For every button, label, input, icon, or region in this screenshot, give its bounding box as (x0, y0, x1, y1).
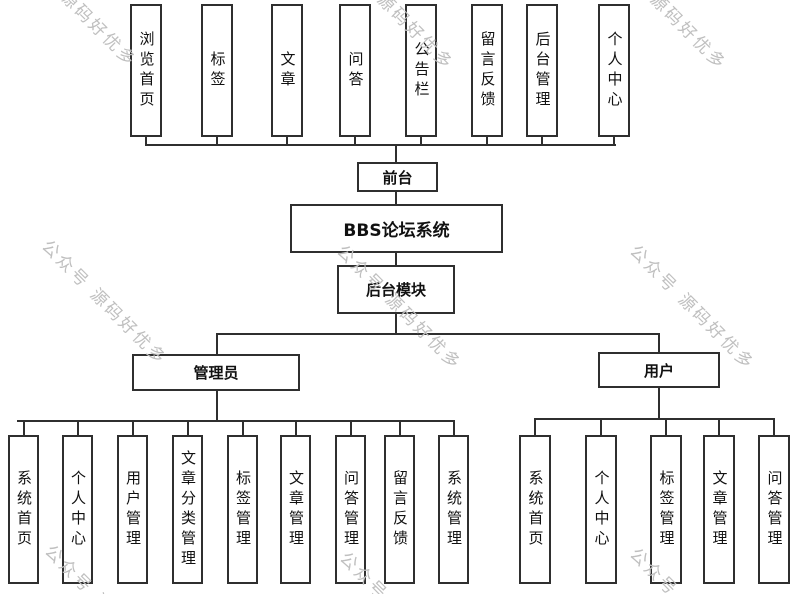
node-admin-child-6: 文章管理 (280, 435, 311, 584)
connector-line (216, 391, 218, 420)
watermark: 公众号 源码好优多 (625, 541, 762, 594)
node-user-label: 用户 (643, 361, 674, 380)
connector-line (286, 137, 288, 146)
connector-line (420, 137, 422, 146)
connector-line (187, 420, 189, 437)
node-user-child-label: 问答管理 (765, 469, 784, 550)
node-admin-child-label: 系统首页 (15, 469, 33, 550)
node-frontend-child-label: 标签 (208, 50, 227, 91)
connector-line (132, 420, 134, 437)
node-user-child-label: 标签管理 (657, 469, 676, 550)
node-admin-child-label: 用户管理 (124, 469, 142, 550)
node-admin-child-label: 文章管理 (287, 469, 305, 550)
connector-line (665, 418, 667, 437)
connector-line (658, 388, 660, 418)
node-frontend-child-1: 浏览首页 (130, 4, 162, 137)
connector-line (534, 418, 536, 437)
connector-line (395, 253, 397, 265)
connector-line (534, 418, 775, 420)
node-root-label: BBS论坛系统 (343, 221, 450, 241)
node-admin-child-7: 问答管理 (335, 435, 366, 584)
node-frontend-child-4: 问答 (339, 4, 371, 137)
node-frontend-child-6: 留言反馈 (471, 4, 503, 137)
node-admin-child-9: 系统管理 (438, 435, 469, 584)
node-admin-child-1: 系统首页 (8, 435, 39, 584)
connector-line (145, 137, 147, 146)
node-user-child-1: 系统首页 (519, 435, 551, 584)
node-frontend-child-label: 公告栏 (412, 40, 431, 101)
node-frontend-child-5: 公告栏 (405, 4, 437, 137)
node-user-child-5: 问答管理 (758, 435, 790, 584)
node-user-child-2: 个人中心 (585, 435, 617, 584)
node-admin-child-2: 个人中心 (62, 435, 93, 584)
node-admin-child-label: 标签管理 (234, 469, 252, 550)
node-admin-child-label: 留言反馈 (391, 469, 409, 550)
node-backend-module: 后台模块 (337, 265, 455, 314)
connector-line (658, 333, 660, 352)
node-admin-child-label: 问答管理 (342, 469, 360, 550)
node-user-child-4: 文章管理 (703, 435, 735, 584)
connector-line (350, 420, 352, 437)
watermark: 公众号 源码好优多 (37, 236, 171, 370)
connector-line (395, 192, 397, 205)
node-user-child-label: 个人中心 (592, 469, 611, 550)
node-frontend-child-label: 后台管理 (533, 30, 552, 111)
node-frontend-child-label: 问答 (346, 50, 365, 91)
node-frontend-child-label: 个人中心 (605, 30, 624, 111)
node-frontend-child-label: 文章 (278, 50, 297, 91)
node-root: BBS论坛系统 (290, 204, 503, 253)
node-backend-module-label: 后台模块 (365, 281, 426, 299)
node-frontend-child-3: 文章 (271, 4, 303, 137)
connector-line (395, 314, 397, 333)
connector-line (23, 420, 25, 437)
connector-line (354, 137, 356, 146)
node-admin-label: 管理员 (193, 364, 239, 382)
connector-line (718, 418, 720, 437)
node-frontend-child-7: 后台管理 (526, 4, 558, 137)
connector-line (486, 137, 488, 146)
connector-line (146, 144, 616, 146)
watermark: 公众号 源码好优多 (40, 538, 177, 594)
node-admin-child-label: 文章分类管理 (179, 449, 197, 570)
connector-line (77, 420, 79, 437)
node-frontend-child-2: 标签 (201, 4, 233, 137)
connector-line (216, 333, 218, 354)
connector-line (613, 137, 615, 146)
connector-line (399, 420, 401, 437)
node-admin: 管理员 (132, 354, 300, 391)
node-user: 用户 (598, 352, 720, 388)
connector-line (541, 137, 543, 146)
watermark: 公众号 源码好优多 (7, 0, 141, 72)
node-admin-child-label: 系统管理 (445, 469, 463, 550)
connector-line (453, 420, 455, 437)
connector-line (600, 418, 602, 437)
node-frontend-child-label: 浏览首页 (137, 30, 156, 111)
connector-line (295, 420, 297, 437)
node-frontend-child-label: 留言反馈 (478, 30, 497, 111)
node-frontend-child-8: 个人中心 (598, 4, 630, 137)
node-frontend: 前台 (357, 162, 438, 192)
connector-line (773, 418, 775, 437)
node-user-child-3: 标签管理 (650, 435, 682, 584)
connector-line (395, 144, 397, 162)
connector-line (216, 333, 660, 335)
node-frontend-label: 前台 (382, 168, 413, 187)
node-admin-child-8: 留言反馈 (384, 435, 415, 584)
connector-line (216, 137, 218, 146)
node-user-child-label: 系统首页 (526, 469, 545, 550)
node-user-child-label: 文章管理 (710, 469, 729, 550)
node-admin-child-5: 标签管理 (227, 435, 258, 584)
connector-line (17, 420, 454, 422)
node-admin-child-4: 文章分类管理 (172, 435, 203, 584)
connector-line (242, 420, 244, 437)
node-admin-child-3: 用户管理 (117, 435, 148, 584)
node-admin-child-label: 个人中心 (69, 469, 87, 550)
